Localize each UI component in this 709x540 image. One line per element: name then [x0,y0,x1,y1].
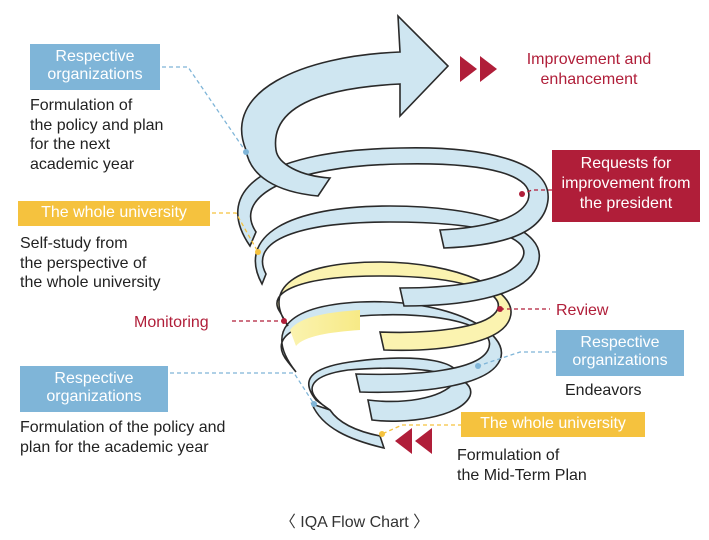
leader-dots [243,149,525,437]
respective-organizations-tag-right: Respective organizations [556,330,684,376]
mid-term-plan-text: Formulation of the Mid-Term Plan [457,447,587,484]
spiral-coil-bottom [307,357,472,422]
next-year-plan-text: Formulation of the policy and plan for t… [30,97,164,173]
chart-caption: 〈 IQA Flow Chart 〉 [279,514,430,531]
academic-year-plan-text: Formulation of the policy and plan for t… [20,419,226,456]
backward-arrow-icon [395,428,432,454]
spiral-coil-upper-middle [254,205,541,307]
self-study-text: Self-study from the perspective of the w… [20,235,161,292]
improvement-enhancement-text: Improvement and enhancement [526,51,652,88]
spiral-top-arrow [240,13,450,197]
spiral-coil-upper [237,147,549,249]
president-requests-tag: Requests for improvement from the presid… [552,150,700,222]
spiral-coil-lower [280,300,503,394]
spiral-yellow-band-lower [290,310,360,346]
review-text: Review [556,302,609,319]
spiral-tail-bottom [310,402,386,450]
monitoring-text: Monitoring [134,314,209,331]
endeavors-text: Endeavors [565,382,642,399]
spiral-coil-middle [276,261,512,352]
whole-university-tag-selfstudy: The whole university [18,201,210,226]
respective-organizations-tag-top: Respective organizations [30,44,160,90]
forward-arrow-icon [460,56,497,82]
whole-university-tag-midterm: The whole university [461,412,645,437]
respective-organizations-tag-bottom: Respective organizations [20,366,168,412]
leader-lines [162,66,556,435]
